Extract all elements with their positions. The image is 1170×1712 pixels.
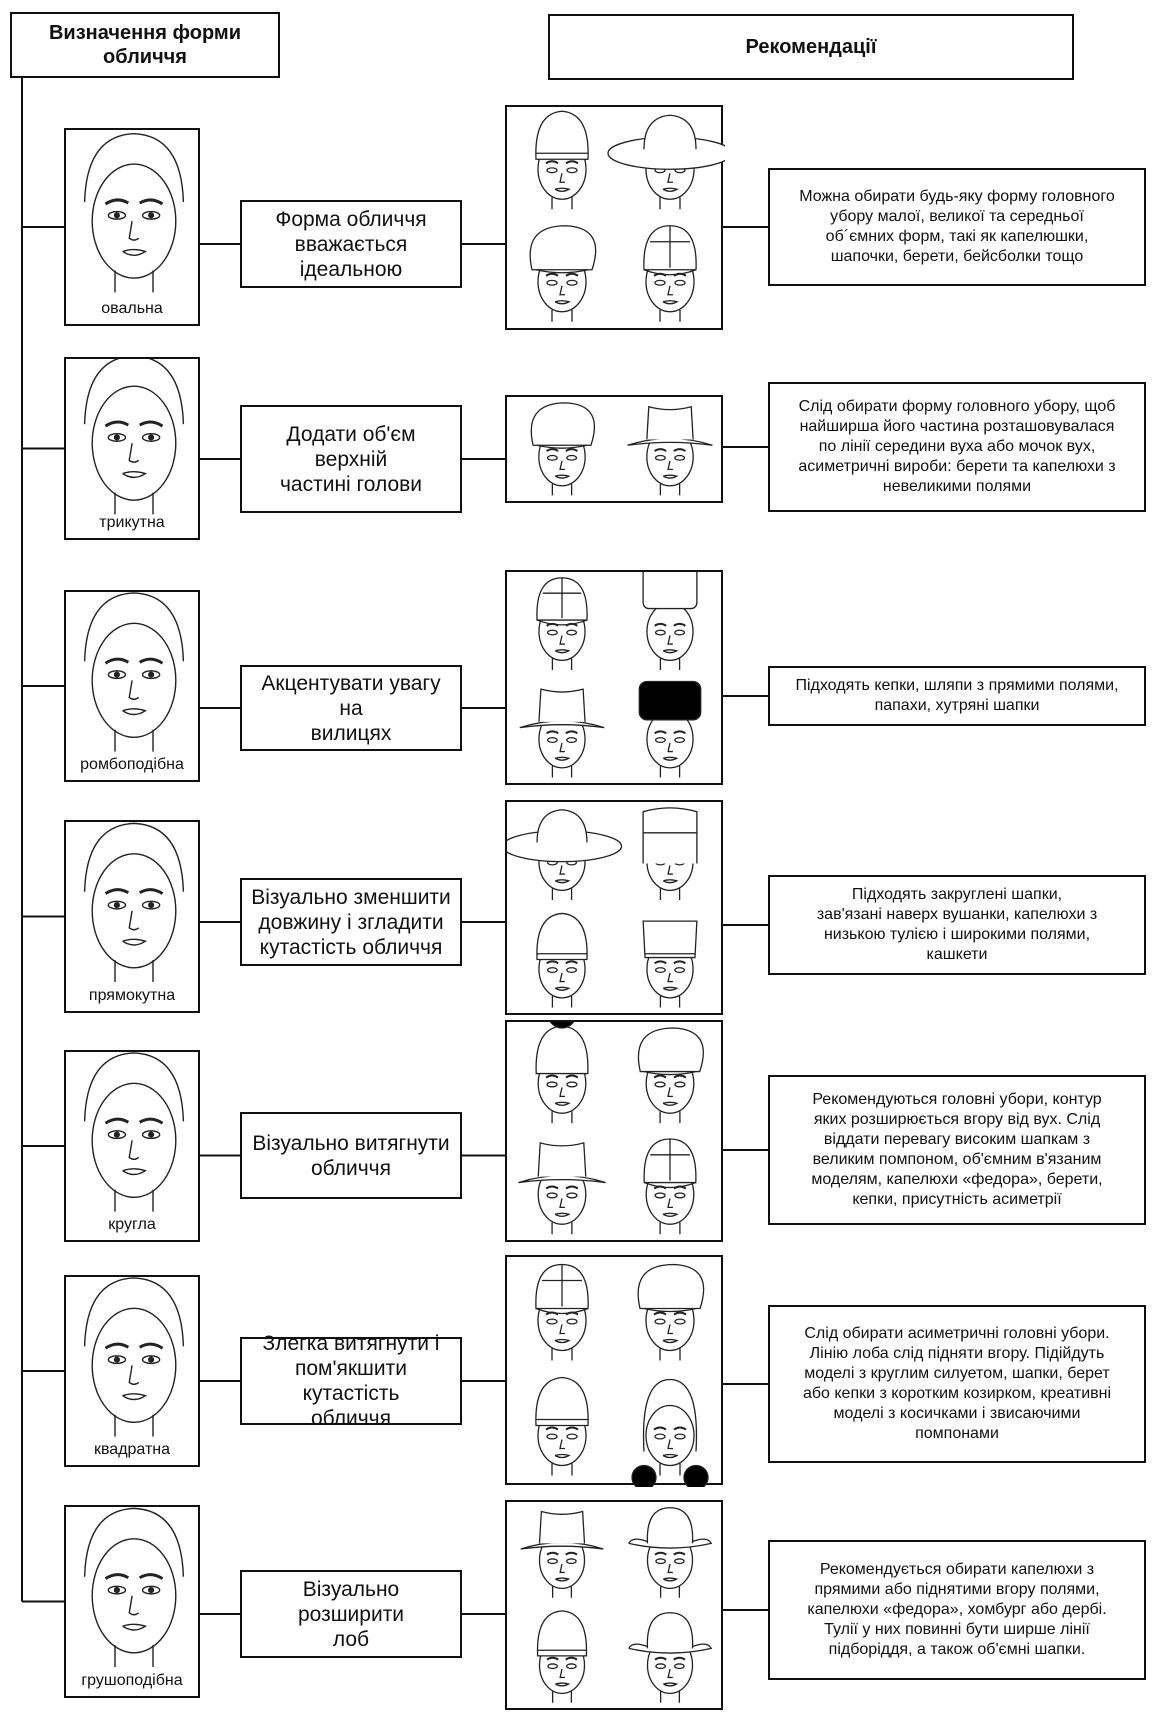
panel-cap-icon [535,1263,589,1361]
face-outline-drawing [83,1052,185,1212]
hat-examples-panel [505,395,723,503]
face-shape-card: квадратна [64,1275,200,1467]
face-portrait [83,822,185,983]
beanie-icon [535,1376,589,1476]
face-shape-card: трикутна [64,357,200,540]
face-shape-card: прямокутна [64,820,200,1013]
face-portrait [83,592,185,752]
goal-text: Візуально розширити лоб [297,1577,405,1651]
goal-text: Візуально витягнути обличчя [252,1131,450,1180]
wide-brim-hat-icon [507,809,623,900]
goal-text: Злегка витягнути і пом'якшити кутастість… [262,1332,440,1430]
recommendation-box: Слід обирати форму головного убору, щоб … [768,382,1146,512]
face-outline-drawing [83,359,185,515]
face-shape-label: ромбоподібна [80,756,184,773]
face-portrait [83,359,185,515]
hat-examples-panel [505,570,723,785]
recommendation-box: Рекомендується обирати капелюхи з прямим… [768,1540,1146,1680]
hat-examples-panel [505,1020,723,1242]
face-portrait [83,1507,185,1668]
kashket-icon [642,920,698,1008]
face-shape-label: овальна [101,300,163,317]
newsboy-cap-icon [530,402,596,496]
face-outline-drawing [83,1277,185,1437]
small-brim-hat-icon [627,405,713,496]
pompom-beanie-icon [535,1022,589,1124]
wide-brim-hat-icon [607,114,725,210]
hat-examples-panel [505,1500,723,1710]
goal-text: Візуально зменшити довжину і згладити ку… [251,885,451,959]
recommendation-text: Підходять кепки, шляпи з прямими полями,… [795,677,1119,714]
face-shape-label: трикутна [99,514,165,531]
face-outline-drawing [83,1507,185,1668]
fedora-icon [520,1510,604,1598]
face-portrait [83,1052,185,1212]
recommendation-text: Слід обирати форму головного убору, щоб … [798,398,1116,495]
goal-text: Додати об'єм верхній частині голови [279,422,423,496]
beanie-icon [536,912,588,1008]
derby-icon [628,1612,713,1703]
recommendation-text: Можна обирати будь-яку форму головного у… [799,188,1115,265]
recommendations-header-text: Рекомендації [745,36,877,58]
face-shape-card: ромбоподібна [64,590,200,782]
face-outline-drawing [83,132,185,293]
recommendation-box: Підходять кепки, шляпи з прямими полями,… [768,666,1146,726]
hat-examples-panel [505,1255,723,1487]
panel-cap-icon [643,1138,697,1235]
face-shape-card: кругла [64,1050,200,1242]
face-shape-label: квадратна [93,1441,171,1458]
face-shape-card: овальна [64,128,200,326]
beanie-icon [536,1610,588,1703]
face-shape-header: Визначення форми обличчя [10,12,280,78]
goal-box: Додати об'єм верхній частині голови [240,405,462,513]
recommendation-box: Підходять закруглені шапки, зав'язані на… [768,875,1146,975]
face-shape-header-text: Визначення форми обличчя [48,22,241,68]
papakha-icon [642,572,698,670]
ushanka-icon [642,807,698,900]
face-shape-label: кругла [108,1216,156,1233]
face-outline-drawing [83,592,185,752]
recommendation-text: Рекомендується обирати капелюхи з прямим… [807,1561,1107,1658]
fedora-icon [518,1142,606,1235]
goal-box: Візуально витягнути обличчя [240,1112,462,1199]
fur-hat-icon [638,680,702,778]
goal-box: Візуально розширити лоб [240,1570,462,1658]
goal-text: Форма обличчя вважається ідеальною [275,207,427,281]
recommendation-text: Рекомендуються головні убори, контур яки… [811,1091,1103,1208]
beanie-icon [535,110,589,210]
recommendation-box: Рекомендуються головні убори, контур яки… [768,1075,1146,1225]
face-shape-label: грушоподібна [81,1672,183,1689]
goal-text: Акцентувати увагу на вилицях [261,671,441,745]
face-shape-label: прямокутна [88,987,176,1004]
recommendation-box: Слід обирати асиметричні головні убори. … [768,1305,1146,1463]
recommendation-text: Підходять закруглені шапки, зав'язані на… [816,886,1098,963]
recommendations-header: Рекомендації [548,14,1074,80]
goal-box: Форма обличчя вважається ідеальною [240,200,462,288]
beret-icon [637,1263,705,1361]
goal-box: Злегка витягнути і пом'якшити кутастість… [240,1332,462,1430]
face-outline-drawing [83,822,185,983]
fedora-icon [519,688,605,778]
newsboy-cap-icon [529,225,597,322]
recommendation-text: Слід обирати асиметричні головні убори. … [802,1325,1112,1442]
recommendation-box: Можна обирати будь-яку форму головного у… [768,168,1146,286]
hat-examples-panel [505,105,725,330]
goal-box: Візуально зменшити довжину і згладити ку… [240,878,462,966]
pompom-earflap-icon [631,1378,709,1487]
goal-box: Акцентувати увагу на вилицях [240,665,462,751]
face-shape-card: грушоподібна [64,1505,200,1698]
beret-icon [637,1027,704,1124]
baseball-cap-icon [643,225,697,322]
hat-examples-panel [505,800,723,1015]
face-portrait [83,1277,185,1437]
panel-cap-icon [536,577,588,670]
homburg-icon [628,1507,713,1598]
face-portrait [83,132,185,293]
